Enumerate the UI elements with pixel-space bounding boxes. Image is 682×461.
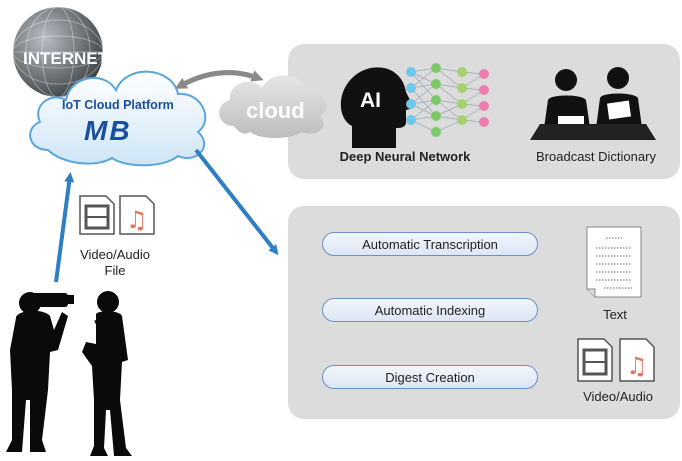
interviewee-icon xyxy=(82,291,132,456)
internet-label: INTERNET xyxy=(23,49,109,68)
dnn-label: Deep Neural Network xyxy=(339,149,471,164)
file-label: Video/Audio File xyxy=(80,247,150,278)
ai-head-icon xyxy=(340,67,414,148)
process-digest: Digest Creation xyxy=(322,365,538,389)
process-indexing: Automatic Indexing xyxy=(322,298,538,322)
audio-output-icon: ♫ xyxy=(619,338,655,382)
media-label: Video/Audio xyxy=(583,389,653,404)
dictionary-label: Broadcast Dictionary xyxy=(536,149,656,164)
platform-logo: MB xyxy=(84,115,132,146)
arrow-upload xyxy=(54,172,75,283)
arrow-to-processing xyxy=(194,148,279,256)
iot-cloud-icon xyxy=(29,70,207,167)
svg-text:♫: ♫ xyxy=(626,352,648,380)
platform-title: IoT Cloud Platform xyxy=(62,98,174,112)
internet-globe-icon xyxy=(12,6,104,98)
broadcast-anchors-icon xyxy=(530,67,656,140)
video-file-icon xyxy=(79,195,115,235)
gray-cloud-icon xyxy=(219,75,327,138)
process-transcription: Automatic Transcription xyxy=(322,232,538,256)
text-document-icon xyxy=(586,226,642,298)
ai-label: AI xyxy=(360,89,381,112)
sync-arrow xyxy=(174,70,264,89)
svg-text:♫: ♫ xyxy=(126,206,148,234)
camera-operator-icon xyxy=(6,292,74,452)
video-output-icon xyxy=(577,338,613,382)
text-label: Text xyxy=(603,307,627,322)
audio-file-icon: ♫ xyxy=(119,195,155,235)
cloud-label: cloud xyxy=(246,98,305,123)
neural-network-icon xyxy=(406,63,489,137)
